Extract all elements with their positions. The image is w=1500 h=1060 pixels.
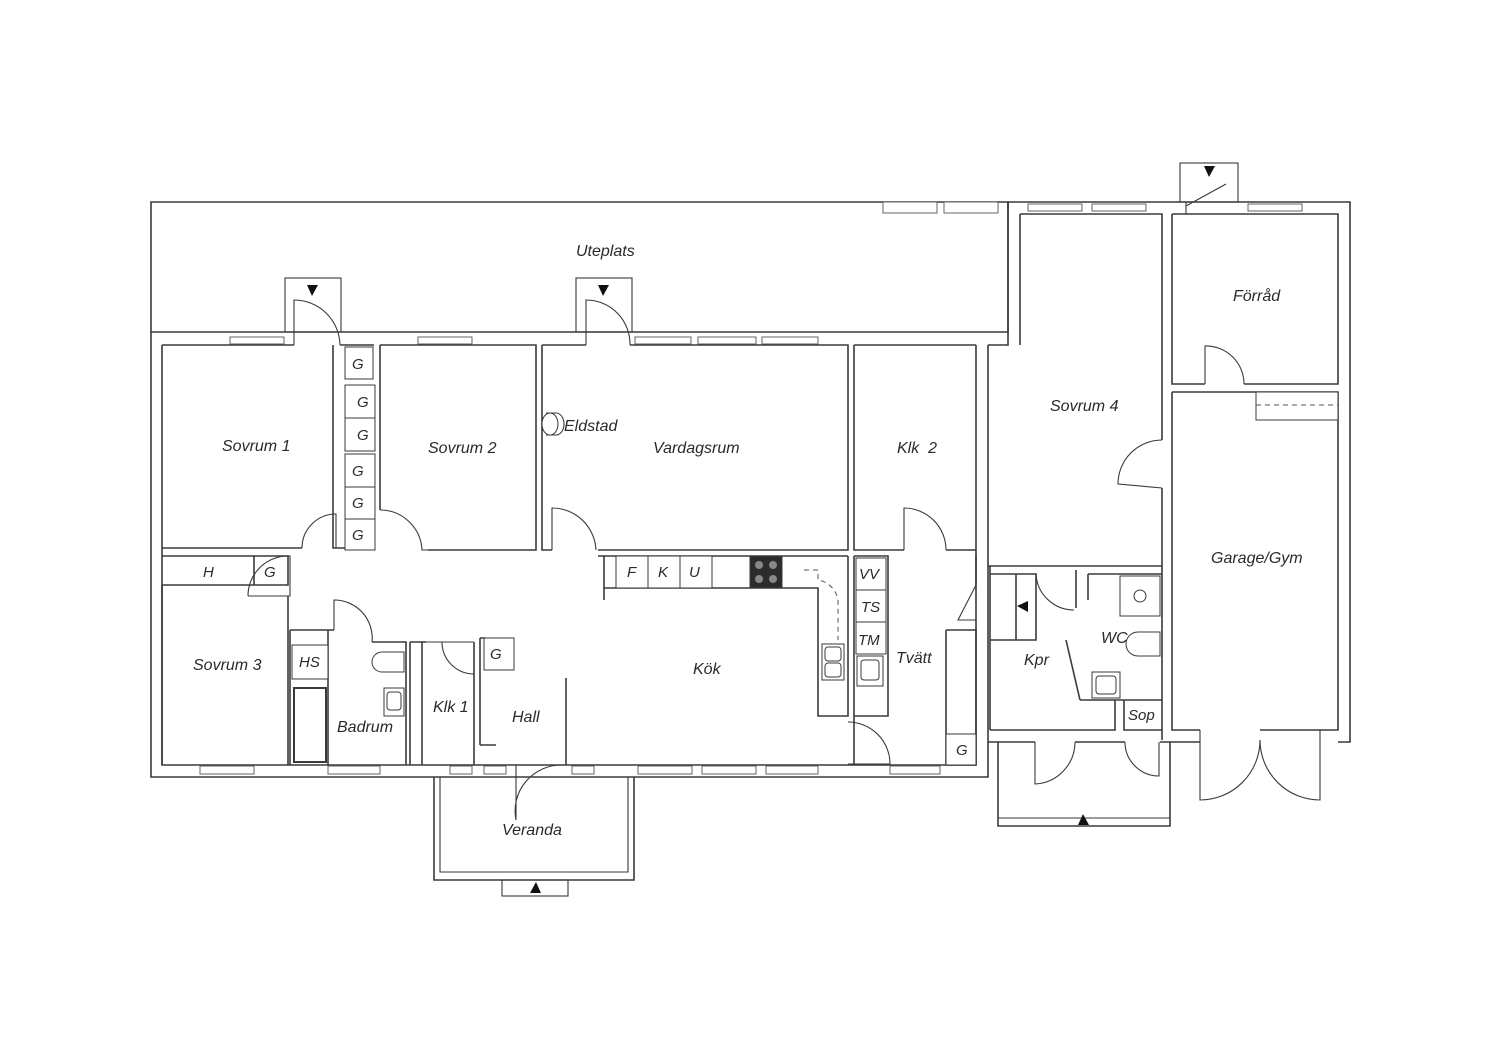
interior-walls — [161, 344, 1162, 766]
entry-arrow-icon — [1017, 601, 1028, 612]
label-sovrum-3: Sovrum 3 — [193, 657, 262, 674]
label-ts: TS — [861, 599, 880, 616]
entry-arrow-icon — [1204, 166, 1215, 177]
verandas — [433, 742, 1171, 897]
label-kpr: Kpr — [1024, 652, 1050, 669]
entry-arrow-icon — [307, 285, 318, 296]
label-g: G — [352, 356, 364, 373]
fixture-labels: G G G G G G H G HS G F K U VV TS TM G — [203, 356, 968, 759]
label-sovrum-1: Sovrum 1 — [222, 438, 290, 455]
label-g: G — [352, 527, 364, 544]
windows — [199, 201, 1339, 775]
label-tm: TM — [858, 632, 880, 649]
label-sovrum-2: Sovrum 2 — [428, 440, 497, 457]
label-h: H — [203, 564, 214, 581]
entry-arrow-icon — [1078, 814, 1089, 825]
label-garage: Garage/Gym — [1211, 550, 1303, 567]
label-g: G — [352, 463, 364, 480]
label-veranda: Veranda — [502, 822, 562, 839]
entry-arrows — [307, 166, 1215, 893]
label-sovrum-4: Sovrum 4 — [1050, 398, 1119, 415]
label-uteplats: Uteplats — [576, 243, 635, 260]
label-g: G — [352, 495, 364, 512]
label-g: G — [490, 646, 502, 663]
wardrobes — [291, 346, 1161, 766]
label-g: G — [357, 427, 369, 444]
label-f: F — [627, 564, 637, 581]
doors — [247, 162, 1321, 821]
label-badrum: Badrum — [337, 719, 393, 736]
label-eldstad: Eldstad — [564, 418, 618, 435]
label-tvatt: Tvätt — [896, 650, 932, 667]
label-forrad: Förråd — [1233, 287, 1281, 305]
label-vardagsrum: Vardagsrum — [653, 440, 740, 457]
label-g: G — [264, 564, 276, 581]
entry-arrow-icon — [598, 285, 609, 296]
label-k: K — [658, 564, 669, 581]
label-u: U — [689, 564, 700, 581]
outer-walls — [150, 201, 1351, 778]
label-g: G — [956, 742, 968, 759]
label-klk-2: Klk 2 — [897, 440, 937, 457]
label-kok: Kök — [693, 661, 722, 678]
room-labels: Uteplats Sovrum 1 Sovrum 2 Eldstad Varda… — [193, 243, 1303, 839]
entry-arrow-icon — [530, 882, 541, 893]
label-klk-1: Klk 1 — [433, 699, 469, 716]
label-hs: HS — [299, 654, 320, 671]
label-vv: VV — [859, 566, 881, 583]
label-sop: Sop — [1128, 707, 1155, 724]
label-g: G — [357, 394, 369, 411]
label-wc: WC — [1101, 630, 1128, 647]
label-hall: Hall — [512, 709, 540, 726]
